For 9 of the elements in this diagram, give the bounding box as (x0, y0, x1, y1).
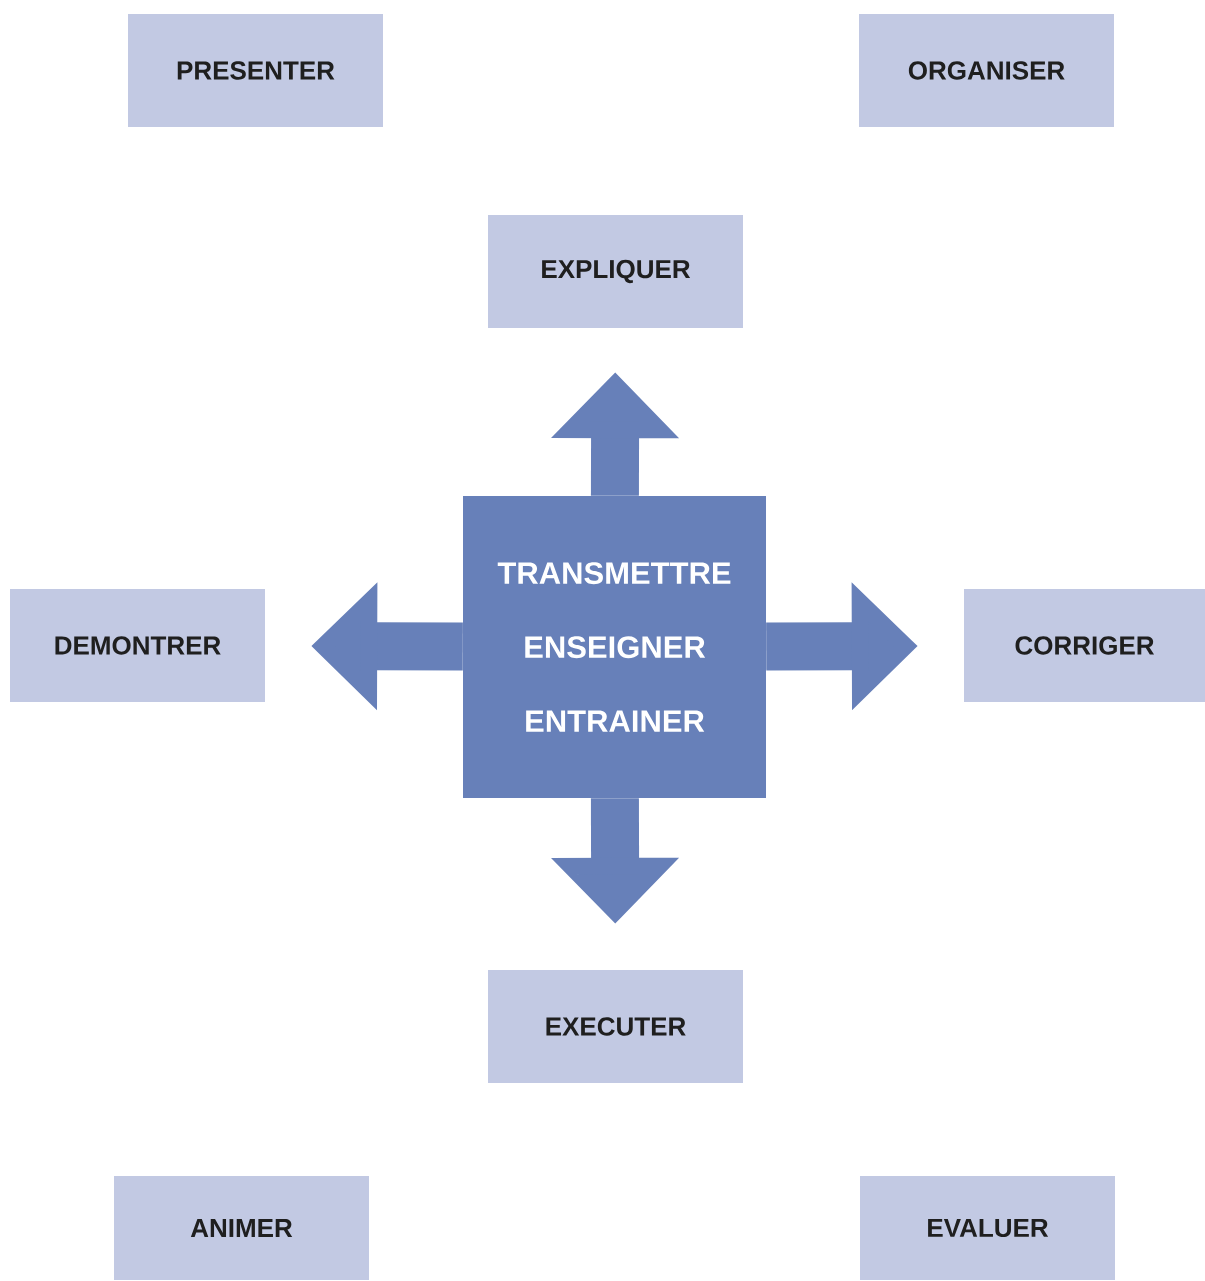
activity-box: DEMONTRER (10, 589, 265, 702)
activity-box: PRESENTER (128, 14, 383, 127)
activity-box: EXECUTER (488, 970, 743, 1083)
center-box: TRANSMETTRE ENSEIGNER ENTRAINER (463, 496, 766, 798)
activity-box: ANIMER (114, 1176, 369, 1280)
activity-box: EXPLIQUER (488, 215, 743, 328)
activity-box: CORRIGER (964, 589, 1205, 702)
activity-box: ORGANISER (859, 14, 1114, 127)
activity-box: EVALUER (860, 1176, 1115, 1280)
